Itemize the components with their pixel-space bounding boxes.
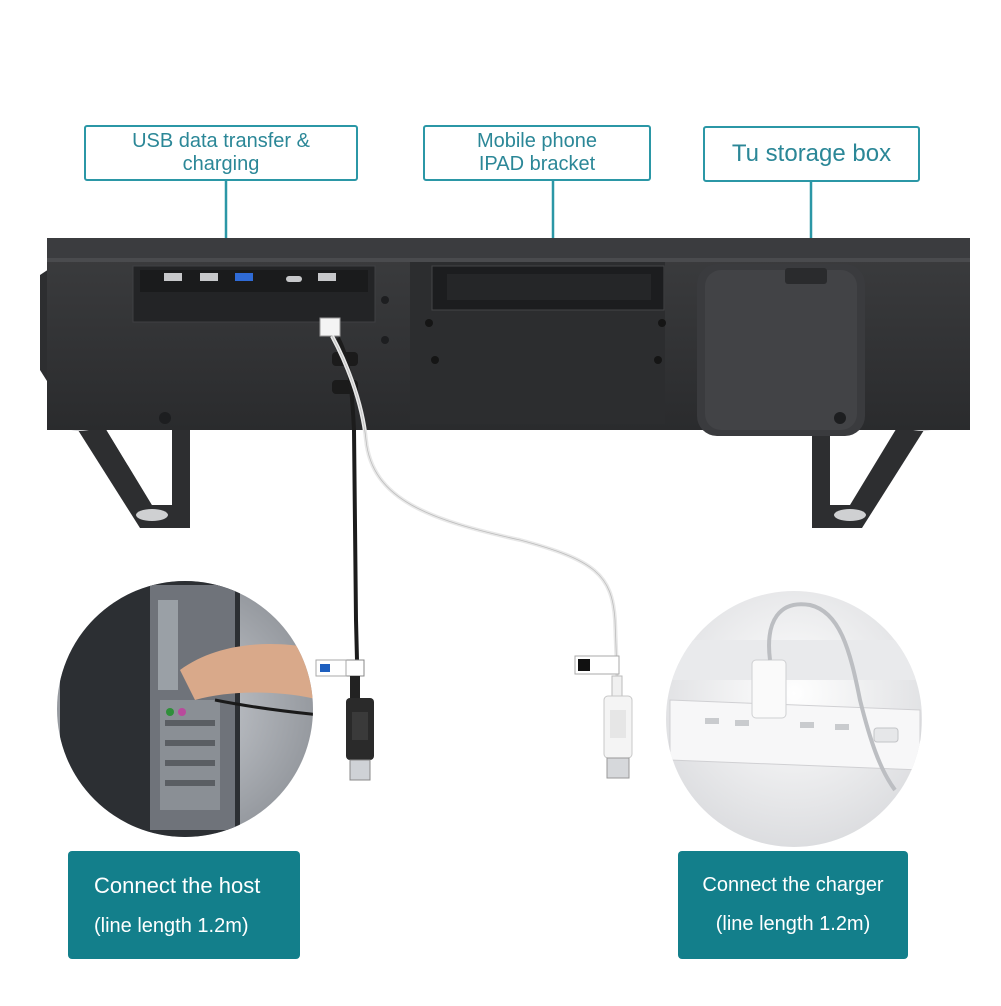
pc-tower-photo <box>57 581 313 837</box>
callout-storage-box: Tu storage box <box>703 126 920 182</box>
storage-box <box>697 264 865 436</box>
usb-a-plug-white-icon <box>574 655 633 779</box>
usb-a-plug-black-icon <box>315 659 374 781</box>
usb-hub <box>132 265 376 323</box>
connect-charger-subtitle: (line length 1.2m) <box>715 913 871 935</box>
black-usb-cable <box>336 337 360 701</box>
callout-usb-line2: charging <box>182 153 260 175</box>
callout-usb-line1: USB data transfer & <box>132 130 310 152</box>
screw-icon <box>159 296 846 424</box>
usb-port-icon <box>164 273 336 281</box>
usb-c-port-icon <box>286 276 302 282</box>
callout-phone-line1: Mobile phone <box>476 130 598 152</box>
callout-usb-data-charging: USB data transfer & charging <box>84 125 358 181</box>
phone-bracket <box>410 262 666 424</box>
connect-host-subtitle: (line length 1.2m) <box>94 914 249 937</box>
connect-host-box: Connect the host (line length 1.2m) <box>68 851 300 959</box>
callout-phone-bracket: Mobile phone IPAD bracket <box>423 125 651 181</box>
usb3-port-icon <box>235 273 253 281</box>
callout-phone-line2: IPAD bracket <box>478 153 596 175</box>
callout-storage-line1: Tu storage box <box>731 140 892 168</box>
connect-host-title: Connect the host <box>94 872 261 898</box>
connect-charger-box: Connect the charger (line length 1.2m) <box>678 851 908 959</box>
connect-charger-title: Connect the charger <box>702 874 884 896</box>
power-strip-photo <box>666 591 922 847</box>
